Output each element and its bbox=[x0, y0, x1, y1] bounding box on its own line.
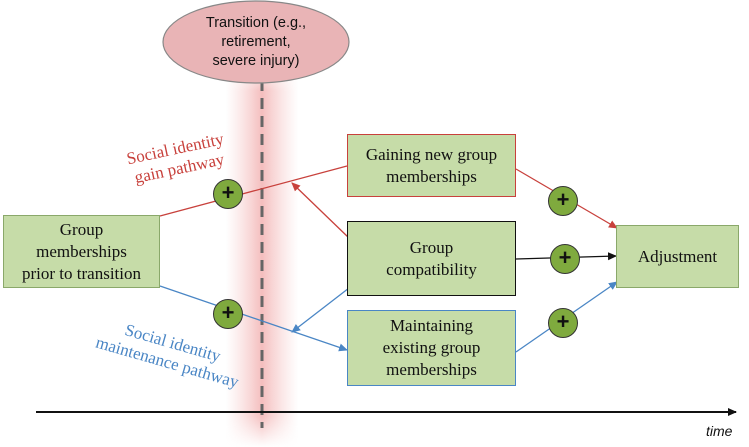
compat-to-maintenance-arrow bbox=[291, 287, 350, 333]
prior-line-2: memberships bbox=[36, 241, 127, 261]
gaining-new-memberships-box: Gaining new group memberships bbox=[347, 134, 516, 197]
compatibility-line-1: Group bbox=[409, 237, 454, 257]
maintaining-memberships-box: Maintaining existing group memberships bbox=[347, 310, 516, 386]
maintaining-line-2: existing group bbox=[382, 338, 481, 357]
group-compatibility-box: Group compatibility bbox=[347, 221, 516, 296]
prior-memberships-box: Group memberships prior to transition bbox=[3, 215, 160, 288]
transition-line-2: retirement, bbox=[221, 34, 291, 50]
plus-maintenance-pathway: + bbox=[213, 299, 243, 329]
adjustment-box: Adjustment bbox=[616, 225, 739, 288]
plus-gain-pathway: + bbox=[213, 179, 243, 209]
compatibility-line-2: compatibility bbox=[386, 259, 477, 279]
prior-line-1: Group bbox=[59, 219, 104, 239]
time-axis-label: time bbox=[706, 423, 733, 439]
plus-maintaining-adjustment: + bbox=[548, 308, 578, 338]
plus-gaining-adjustment: + bbox=[548, 186, 578, 216]
maintenance-path-line bbox=[159, 285, 348, 352]
maintaining-line-1: Maintaining bbox=[389, 316, 474, 335]
gain-path-line bbox=[159, 165, 348, 217]
transition-ellipse bbox=[162, 0, 350, 84]
compat-to-gain-arrow bbox=[291, 182, 350, 239]
plus-compatibility-adjustment: + bbox=[550, 244, 580, 274]
transition-label: Transition (e.g., retirement, severe inj… bbox=[166, 14, 346, 71]
transition-line-3: severe injury) bbox=[212, 53, 300, 69]
transition-line-1: Transition (e.g., bbox=[205, 15, 307, 31]
prior-line-3: prior to transition bbox=[22, 263, 141, 283]
gaining-line-2: memberships bbox=[386, 166, 477, 186]
maintaining-line-3: memberships bbox=[386, 360, 477, 379]
gaining-line-1: Gaining new group bbox=[365, 144, 498, 164]
adjustment-label: Adjustment bbox=[637, 246, 718, 266]
